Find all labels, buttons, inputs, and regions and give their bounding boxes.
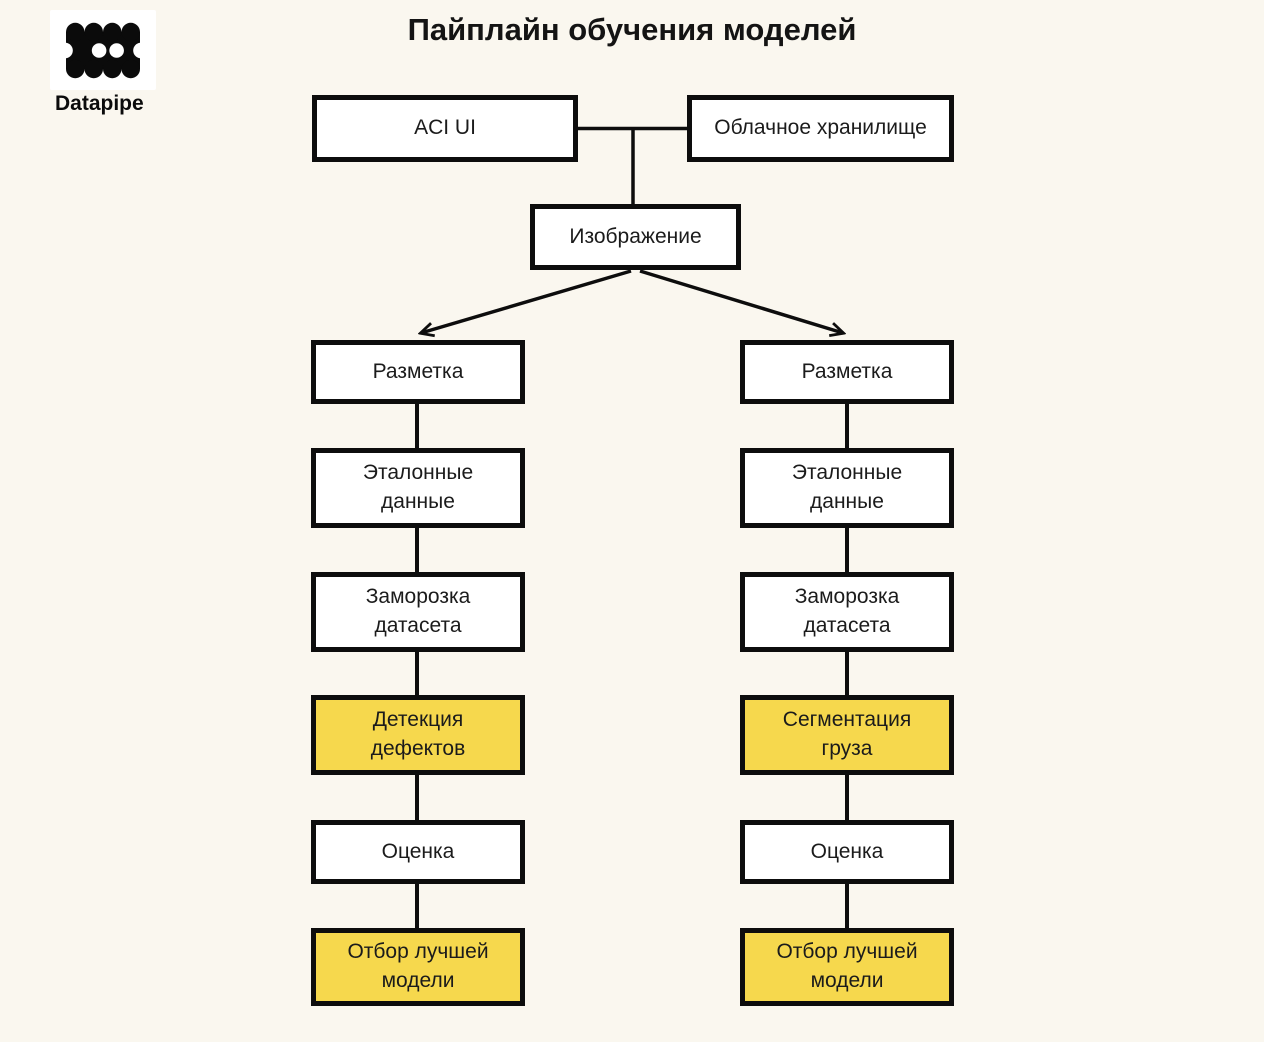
- node-reference-data-left: Эталонные данные: [311, 448, 525, 528]
- node-cloud-storage: Облачное хранилище: [687, 95, 954, 162]
- node-label: Разметка: [801, 359, 893, 383]
- node-best-model-selection-left: Отбор лучшей модели: [311, 928, 525, 1006]
- node-evaluation-right: Оценка: [740, 820, 954, 884]
- datapipe-logo: Datapipe: [50, 10, 160, 116]
- node-labeling-right: Разметка: [740, 340, 954, 404]
- node-label: Оценка: [810, 839, 884, 863]
- datapipe-logo-icon: [50, 10, 156, 90]
- node-label: Эталонные данные: [362, 461, 474, 513]
- datapipe-brand-text: Datapipe: [55, 92, 144, 115]
- node-labeling-left: Разметка: [311, 340, 525, 404]
- node-label: Изображение: [569, 224, 702, 248]
- node-defect-detection: Детекция дефектов: [311, 695, 525, 775]
- node-label: ACI UI: [414, 116, 476, 140]
- node-label: Разметка: [372, 359, 464, 383]
- node-label: Отбор лучшей модели: [347, 940, 489, 992]
- node-evaluation-left: Оценка: [311, 820, 525, 884]
- node-label: Облачное хранилище: [714, 116, 927, 140]
- node-label: Заморозка датасета: [794, 585, 900, 637]
- node-best-model-selection-right: Отбор лучшей модели: [740, 928, 954, 1006]
- node-label: Сегментация груза: [782, 708, 912, 760]
- node-dataset-freeze-right: Заморозка датасета: [740, 572, 954, 652]
- node-label: Отбор лучшей модели: [776, 940, 918, 992]
- node-image: Изображение: [530, 204, 741, 270]
- node-cargo-segmentation: Сегментация груза: [740, 695, 954, 775]
- node-label: Заморозка датасета: [365, 585, 471, 637]
- arrow-image-to-labeling-right: [639, 269, 843, 333]
- node-label: Оценка: [381, 839, 455, 863]
- node-reference-data-right: Эталонные данные: [740, 448, 954, 528]
- node-label: Детекция дефектов: [370, 708, 466, 760]
- arrow-image-to-labeling-left: [421, 269, 632, 333]
- node-dataset-freeze-left: Заморозка датасета: [311, 572, 525, 652]
- node-aci-ui: ACI UI: [312, 95, 578, 162]
- diagram-title: Пайплайн обучения моделей: [407, 12, 857, 47]
- node-label: Эталонные данные: [791, 461, 903, 513]
